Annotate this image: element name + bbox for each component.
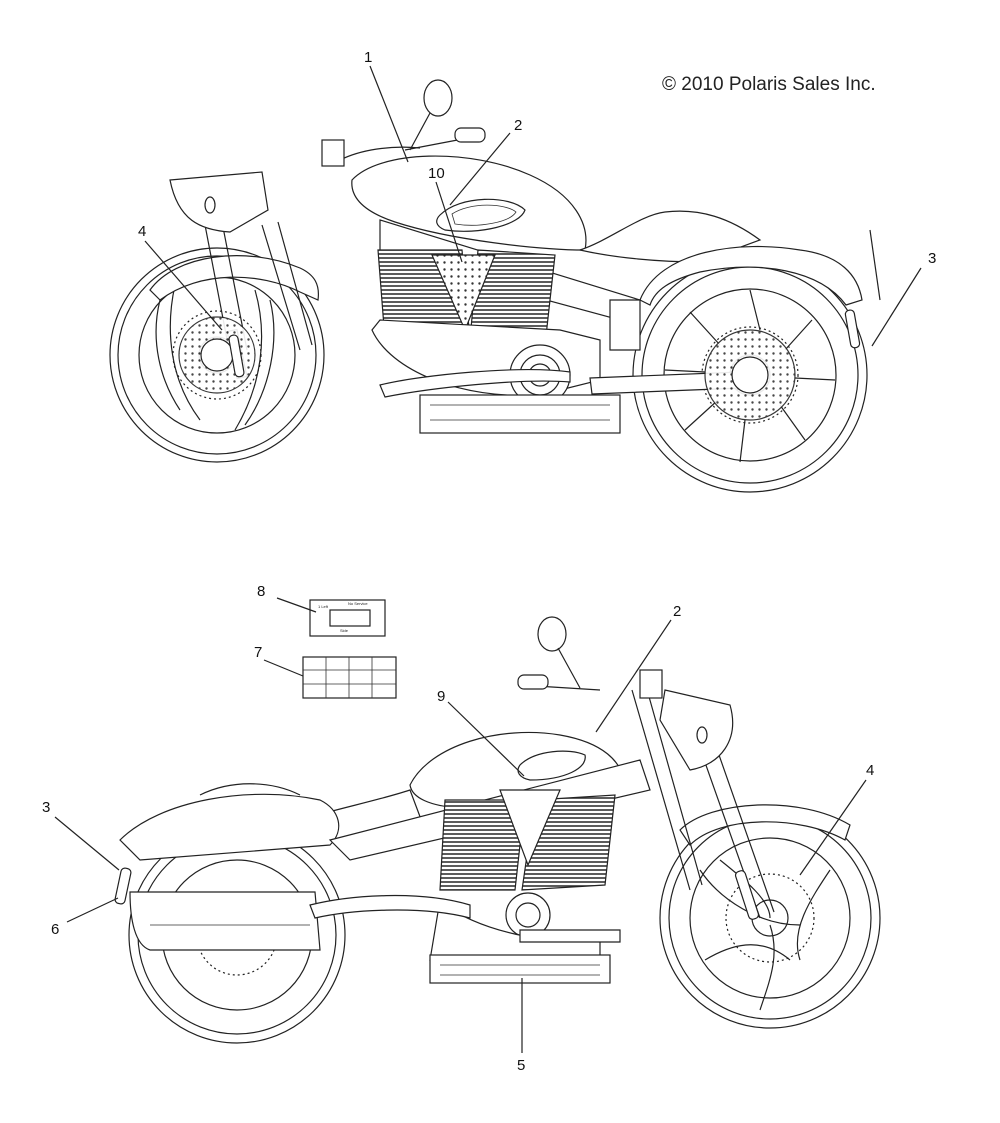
motorcycle-left-side	[114, 616, 881, 1044]
callout-3-bottom: 3	[42, 799, 50, 816]
decal-8: 1 Left No Service Side	[309, 599, 386, 637]
callout-6: 6	[51, 921, 59, 938]
callout-1: 1	[364, 49, 372, 66]
callout-numbers: 1 2 3 4 10 8 7 2 9 4 3 6 5	[42, 49, 936, 1074]
fuel-tank-top	[351, 155, 587, 251]
callout-5: 5	[517, 1057, 525, 1074]
copyright-text: © 2010 Polaris Sales Inc.	[662, 74, 876, 95]
callout-4-top: 4	[138, 223, 146, 240]
motorcycle-right-side	[109, 79, 881, 493]
svg-text:No Service: No Service	[348, 601, 368, 606]
callout-8: 8	[257, 583, 265, 600]
callout-leaders	[54, 65, 922, 1053]
callout-2-bottom: 2	[673, 603, 681, 620]
callout-9: 9	[437, 688, 445, 705]
decal-7	[302, 656, 397, 699]
callout-10: 10	[428, 165, 445, 182]
front-wheel-bottom	[659, 807, 881, 1029]
svg-text:Side: Side	[340, 628, 349, 633]
callout-2-top: 2	[514, 117, 522, 134]
engine-bottom	[429, 789, 616, 984]
callout-7: 7	[254, 644, 262, 661]
svg-text:1 Left: 1 Left	[318, 604, 329, 609]
callout-3-top: 3	[928, 250, 936, 267]
engine-top	[371, 249, 621, 434]
callout-4-bottom: 4	[866, 762, 874, 779]
